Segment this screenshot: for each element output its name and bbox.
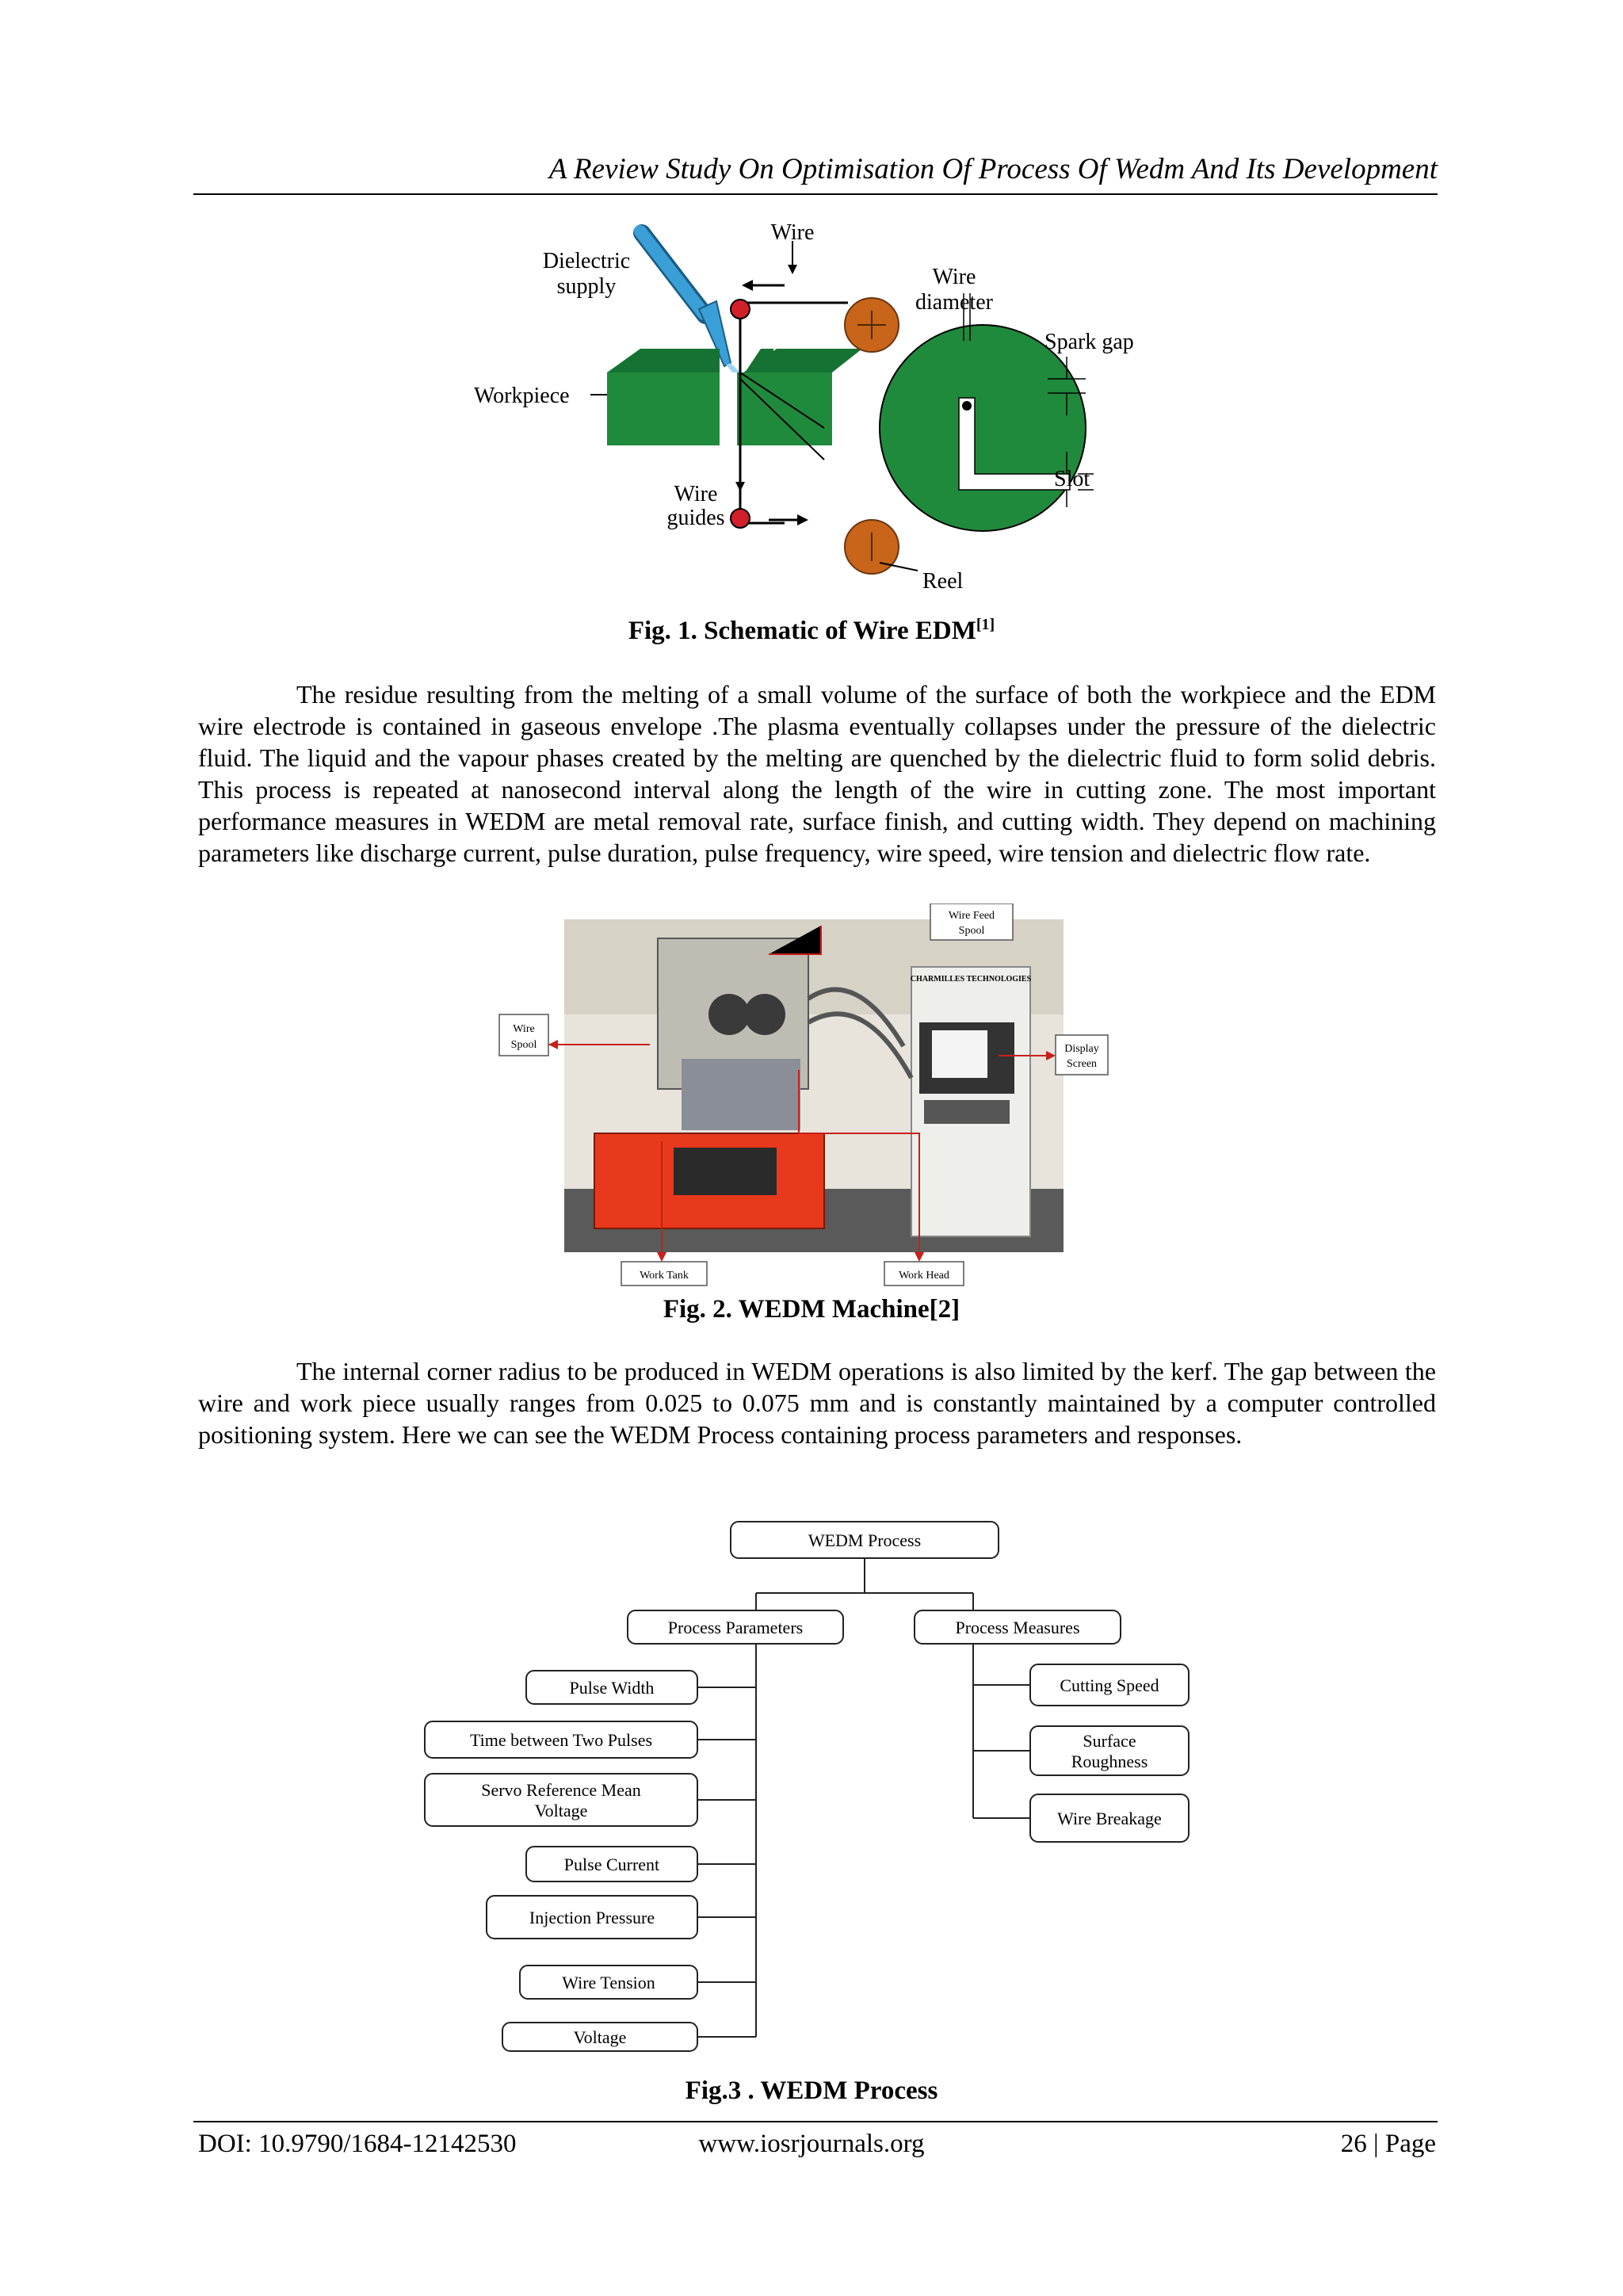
footer-site: www.iosrjournals.org <box>698 2130 925 2158</box>
upper-guide-icon <box>730 299 750 319</box>
box-param-5-text: Wire Tension <box>562 1973 655 1992</box>
label-wire-feed-2: Spool <box>959 925 985 937</box>
box-measure-2-text: Wire Breakage <box>1057 1809 1162 1828</box>
label-workpiece: Workpiece <box>474 384 570 408</box>
brand-label: CHARMILLES TECHNOLOGIES <box>911 975 1032 984</box>
box-param-4-text: Injection Pressure <box>529 1908 655 1927</box>
footer-rule <box>193 2121 1438 2122</box>
header-rule <box>193 193 1438 195</box>
label-work-tank: Work Tank <box>640 1270 689 1282</box>
label-slot: Slot <box>1054 467 1090 491</box>
box-param-2-text: Voltage <box>535 1801 588 1820</box>
footer-doi: DOI: 10.9790/1684-12142530 <box>198 2130 517 2158</box>
box-param-0-text: Pulse Width <box>570 1678 655 1698</box>
label-wire-feed-1: Wire Feed <box>949 910 995 922</box>
label-box-wire-spool <box>498 1014 549 1056</box>
footer-page: 26 | Page <box>1340 2130 1436 2158</box>
workpiece-block <box>607 349 862 445</box>
label-box-work-head <box>884 1261 964 1286</box>
label-wire-guides-1: Wire <box>674 482 718 506</box>
upper-reel-icon <box>844 297 899 353</box>
figure-2-machine-photo: CHARMILLES TECHNOLOGIES Wire Feed Spool … <box>498 904 1109 1286</box>
label-box-work-tank <box>621 1261 708 1286</box>
label-wire-diameter-1: Wire <box>933 265 976 289</box>
label-wire-guides-2: guides <box>666 506 724 530</box>
label-dielectric-2: supply <box>557 274 617 299</box>
label-reel: Reel <box>922 569 964 594</box>
label-spark-gap: Spark gap <box>1044 330 1134 354</box>
label-wire: Wire <box>771 222 815 245</box>
box-param-6-text: Voltage <box>574 2027 627 2047</box>
figure-1-caption-ref: [1] <box>976 616 995 633</box>
box-process-measures-text: Process Measures <box>955 1618 1079 1637</box>
dielectric-nozzle-icon <box>633 224 740 374</box>
box-measure-1-text: Surface <box>1083 1731 1136 1751</box>
figure-3-caption: Fig.3 . WEDM Process <box>685 2076 938 2105</box>
figure-1-caption-text: Fig. 1. Schematic of Wire EDM <box>628 617 976 645</box>
lower-guide-icon <box>730 508 750 529</box>
lower-reel-icon <box>844 519 899 575</box>
paragraph-1: The residue resulting from the melting o… <box>198 680 1436 867</box>
figure-1-schematic: Wire Dielectric supply Wire diameter Spa… <box>474 222 1134 594</box>
label-display-2: Screen <box>1067 1058 1097 1070</box>
label-display-1: Display <box>1064 1043 1099 1055</box>
label-wire-spool-1: Wire <box>513 1023 534 1035</box>
box-measure-0-text: Cutting Speed <box>1060 1675 1159 1695</box>
box-process-measures <box>914 1610 1121 1645</box>
box-process-parameters <box>627 1610 844 1645</box>
box-measure-1-text: Roughness <box>1071 1752 1148 1771</box>
box-process-parameters-text: Process Parameters <box>668 1618 803 1637</box>
label-box-wire-feed <box>930 904 1014 941</box>
figure-1-caption: Fig. 1. Schematic of Wire EDM[1] <box>0 615 1623 647</box>
box-param-1-text: Time between Two Pulses <box>470 1730 652 1750</box>
label-wire-spool-2: Spool <box>511 1039 537 1051</box>
label-wire-diameter-2: diameter <box>915 290 994 315</box>
paragraph-2: The internal corner radius to be produce… <box>198 1357 1436 1449</box>
display-screen <box>932 1030 987 1078</box>
magnified-slot-view <box>739 293 1094 532</box>
label-box-display <box>1055 1034 1109 1075</box>
box-param-2-text: Servo Reference Mean <box>481 1780 641 1800</box>
box-param-3-text: Pulse Current <box>564 1855 659 1874</box>
box-wedm-process-text: WEDM Process <box>808 1530 921 1550</box>
running-header: A Review Study On Optimisation Of Proces… <box>548 153 1438 185</box>
label-dielectric-1: Dielectric <box>543 249 630 273</box>
figure-2-caption: Fig. 2. WEDM Machine[2] <box>663 1295 960 1324</box>
label-work-head: Work Head <box>899 1270 949 1282</box>
